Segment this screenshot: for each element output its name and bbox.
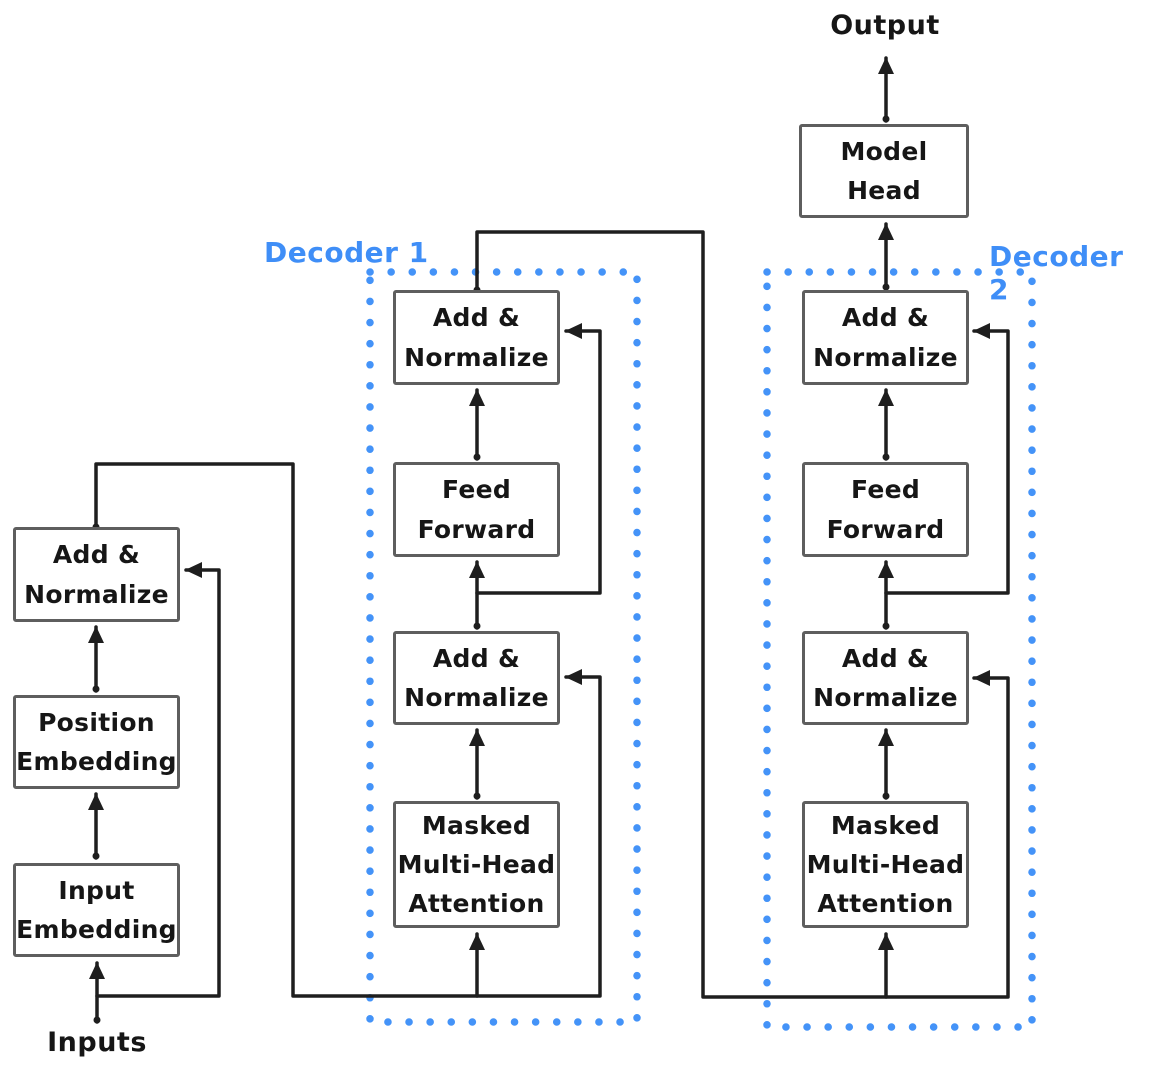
node-input-embedding: Input Embedding xyxy=(13,863,180,957)
node-model-head: Model Head xyxy=(799,124,969,218)
inputs-label: Inputs xyxy=(47,1027,147,1058)
node-d1-feed-forward: Feed Forward xyxy=(393,462,560,557)
node-d2-feed-forward: Feed Forward xyxy=(802,462,969,557)
decoder1-label: Decoder 1 xyxy=(264,236,429,269)
output-label: Output xyxy=(830,10,940,41)
node-d2-masked-multi-head-attention: Masked Multi-Head Attention xyxy=(802,801,969,928)
node-d1-add-normalize-top: Add & Normalize xyxy=(393,290,560,385)
node-position-embedding: Position Embedding xyxy=(13,695,180,789)
node-d2-add-normalize-top: Add & Normalize xyxy=(802,290,969,385)
node-d1-add-normalize-mid: Add & Normalize xyxy=(393,631,560,725)
edge-d2-feedforward-residual-skip xyxy=(884,323,1010,595)
decoder2-label: Decoder 2 xyxy=(989,240,1124,306)
edge-inputs-residual-skip xyxy=(95,562,221,998)
node-d2-add-normalize-mid: Add & Normalize xyxy=(802,631,969,725)
edge-left-column-to-decoder1-residual xyxy=(94,462,602,998)
node-left-add-normalize: Add & Normalize xyxy=(13,527,180,622)
node-d1-masked-multi-head-attention: Masked Multi-Head Attention xyxy=(393,801,560,928)
edge-decoder1-to-decoder2-residual xyxy=(475,230,1010,999)
edge-d1-feedforward-residual-skip xyxy=(475,323,602,595)
